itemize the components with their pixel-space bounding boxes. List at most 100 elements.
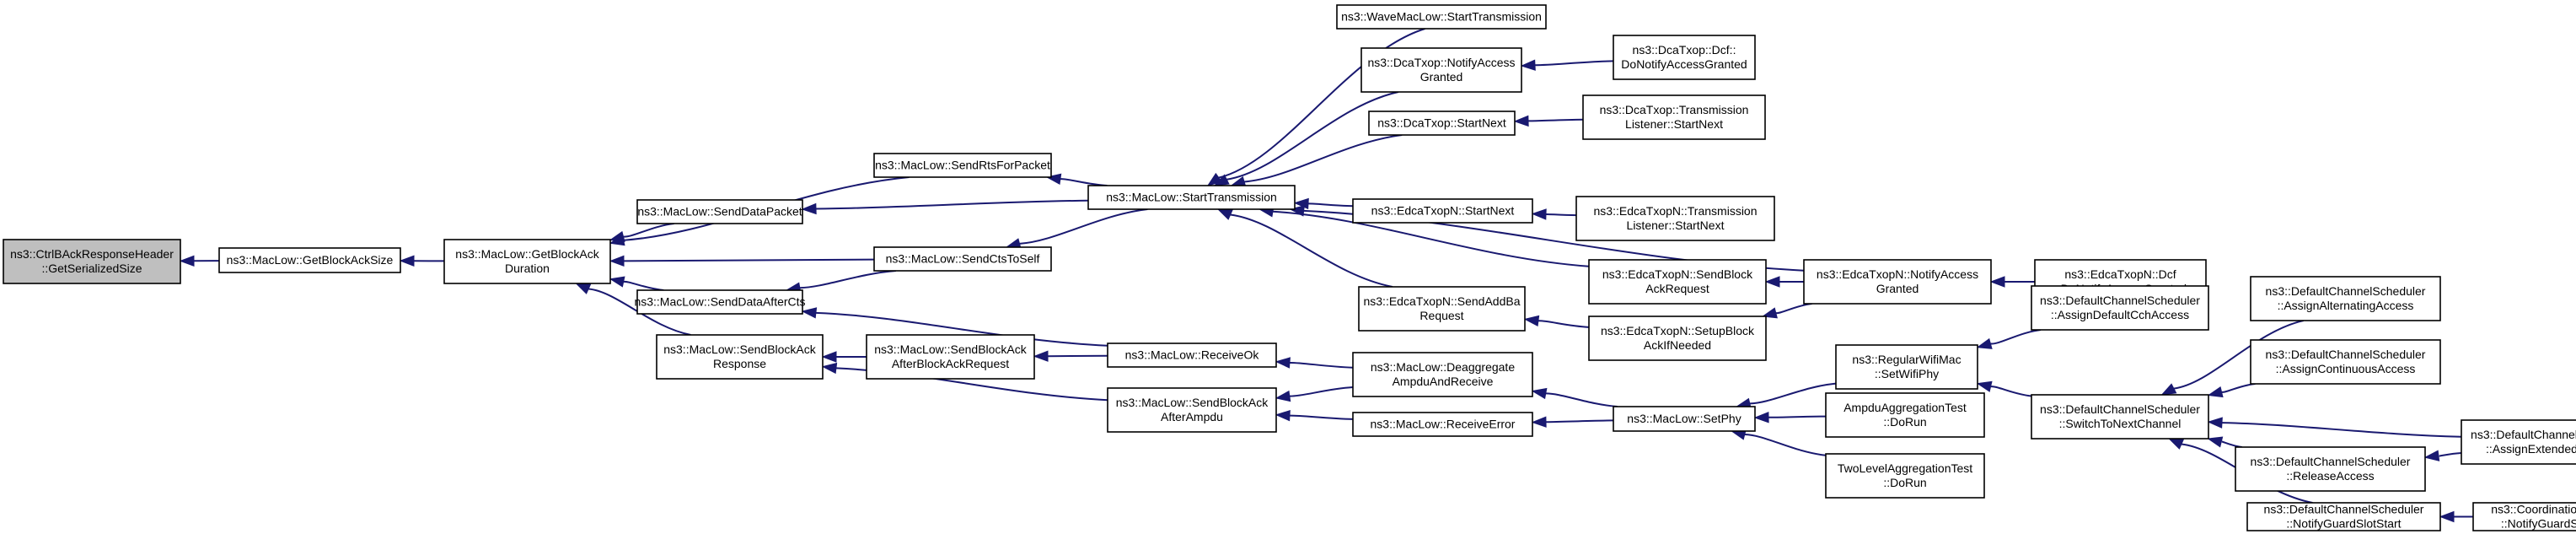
node-srts[interactable]: ns3::MacLow::SendRtsForPacket	[873, 153, 1052, 178]
node-aatd[interactable]: AmpduAggregationTest::DoRun	[1825, 392, 1985, 438]
arrowhead	[1976, 380, 1993, 392]
node-label: ns3::DcaTxop::Dcf::	[1633, 43, 1736, 57]
node-wst[interactable]: ns3::WaveMacLow::StartTransmission	[1336, 4, 1547, 30]
node-label: ns3::WaveMacLow::StartTransmission	[1341, 10, 1542, 24]
node-tlatd[interactable]: TwoLevelAggregationTest::DoRun	[1825, 453, 1985, 499]
node-rok[interactable]: ns3::MacLow::ReceiveOk	[1107, 343, 1277, 368]
node-box	[2461, 419, 2576, 465]
node-label: ns3::MacLow::SendBlockAck	[663, 343, 817, 356]
node-dcsngss[interactable]: ns3::DefaultChannelScheduler::NotifyGuar…	[2246, 502, 2441, 531]
node-label: ::NotifyGuardSlotStart	[2501, 517, 2576, 531]
node-dcsaaa[interactable]: ns3::DefaultChannelScheduler::AssignAlte…	[2250, 276, 2441, 321]
node-rwswp[interactable]: ns3::RegularWifiMac::SetWifiPhy	[1835, 344, 1978, 390]
call-edge	[799, 270, 897, 289]
node-box	[2246, 502, 2441, 531]
call-edge	[1990, 386, 2032, 397]
node-sdac[interactable]: ns3::MacLow::SendDataAfterCts	[634, 289, 806, 315]
node-box	[3, 239, 181, 284]
arrowhead	[1275, 409, 1291, 422]
node-box	[2031, 394, 2209, 440]
node-box	[1368, 111, 1516, 136]
node-gbas[interactable]: ns3::MacLow::GetBlockAckSize	[218, 247, 401, 273]
node-dcsra[interactable]: ns3::DefaultChannelScheduler::ReleaseAcc…	[2235, 446, 2426, 492]
node-ddnag[interactable]: ns3::DcaTxop::Dcf::DoNotifyAccessGranted	[1613, 35, 1756, 80]
node-box	[866, 334, 1035, 380]
node-label: ::NotifyGuardSlotStart	[2286, 517, 2401, 531]
node-ctrl[interactable]: ns3::CtrlBAckResponseHeader::GetSerializ…	[3, 239, 181, 284]
call-edge	[623, 258, 875, 262]
node-etlsn[interactable]: ns3::EdcaTxopN::TransmissionListener::St…	[1575, 196, 1775, 241]
node-label: ::AssignDefaultCchAccess	[2051, 308, 2189, 321]
arrowhead	[2207, 386, 2224, 398]
call-edge	[1534, 60, 1614, 67]
node-label: AckIfNeeded	[1644, 338, 1711, 352]
node-label: ns3::EdcaTxopN::StartNext	[1371, 204, 1515, 218]
node-dcsstnc[interactable]: ns3::DefaultChannelScheduler::SwitchToNe…	[2031, 394, 2209, 440]
call-edge	[1226, 91, 1399, 181]
node-dcsadca[interactable]: ns3::DefaultChannelScheduler::AssignDefa…	[2031, 285, 2209, 331]
arrowhead	[1520, 59, 1536, 71]
node-rerr[interactable]: ns3::MacLow::ReceiveError	[1352, 412, 1533, 437]
node-esn[interactable]: ns3::EdcaTxopN::StartNext	[1352, 198, 1533, 224]
node-dcsaca[interactable]: ns3::DefaultChannelScheduler::AssignCont…	[2250, 339, 2441, 385]
node-box	[1352, 198, 1533, 224]
arrowhead	[2423, 450, 2440, 461]
node-box	[2235, 446, 2426, 492]
node-label: TwoLevelAggregationTest	[1838, 461, 1972, 475]
arrowhead	[2439, 510, 2455, 523]
arrowhead	[1531, 416, 1547, 428]
node-label: ns3::MacLow::ReceiveError	[1371, 418, 1516, 431]
node-label: ns3::EdcaTxopN::Dcf	[2064, 267, 2176, 281]
node-enag[interactable]: ns3::EdcaTxopN::NotifyAccessGranted	[1803, 259, 1992, 305]
node-label: DoNotifyAccessGranted	[1621, 57, 1747, 71]
arrowhead	[2167, 438, 2185, 450]
arrowhead	[1531, 208, 1547, 220]
node-dsn[interactable]: ns3::DcaTxop::StartNext	[1368, 111, 1516, 136]
arrowhead	[1293, 197, 1309, 210]
node-sbaabar[interactable]: ns3::MacLow::SendBlockAckAfterBlockAckRe…	[866, 334, 1035, 380]
arrowhead	[801, 202, 817, 215]
node-label: ::AssignContinuousAccess	[2276, 362, 2416, 375]
node-box	[1582, 94, 1766, 140]
call-edge	[1019, 208, 1148, 245]
node-dnag[interactable]: ns3::DcaTxop::NotifyAccessGranted	[1360, 47, 1522, 93]
call-edge	[2173, 320, 2305, 390]
node-label: ns3::MacLow::SendDataPacket	[637, 205, 802, 218]
node-box	[636, 199, 803, 224]
node-box	[1352, 352, 1533, 397]
arrowhead	[1275, 357, 1291, 369]
node-sdp[interactable]: ns3::MacLow::SendDataPacket	[636, 199, 803, 224]
node-label: ns3::MacLow::SetPhy	[1627, 412, 1741, 425]
node-box	[2250, 276, 2441, 321]
node-label: ::GetSerializedSize	[41, 262, 142, 275]
node-box	[1588, 316, 1767, 361]
node-dtlsn[interactable]: ns3::DcaTxop::TransmissionListener::Star…	[1582, 94, 1766, 140]
node-st[interactable]: ns3::MacLow::StartTransmission	[1087, 185, 1296, 210]
node-label: ns3::EdcaTxopN::NotifyAccess	[1817, 267, 1978, 281]
node-box	[1358, 286, 1526, 332]
node-label: ::AssignAlternatingAccess	[2278, 299, 2414, 312]
node-clngss[interactable]: ns3::CoordinationListener::NotifyGuardSl…	[2472, 502, 2576, 531]
node-label: ns3::EdcaTxopN::SendBlock	[1602, 267, 1753, 281]
call-edge	[1744, 433, 1827, 456]
node-label: ns3::DefaultChannelScheduler	[2251, 455, 2411, 468]
node-dcsaea[interactable]: ns3::DefaultChannelScheduler::AssignExte…	[2461, 419, 2576, 465]
node-setphy[interactable]: ns3::MacLow::SetPhy	[1613, 406, 1756, 432]
arrowhead	[609, 276, 625, 288]
arrowhead	[1289, 205, 1305, 217]
node-scts[interactable]: ns3::MacLow::SendCtsToSelf	[873, 246, 1052, 272]
node-box	[1835, 344, 1978, 390]
arrowhead	[1764, 276, 1780, 288]
node-label: Response	[713, 357, 766, 370]
node-label: Listener::StartNext	[1625, 117, 1723, 131]
node-label: ns3::MacLow::ReceiveOk	[1125, 348, 1260, 362]
node-label: ns3::DcaTxop::NotifyAccess	[1367, 56, 1515, 69]
node-label: AckRequest	[1645, 282, 1709, 295]
